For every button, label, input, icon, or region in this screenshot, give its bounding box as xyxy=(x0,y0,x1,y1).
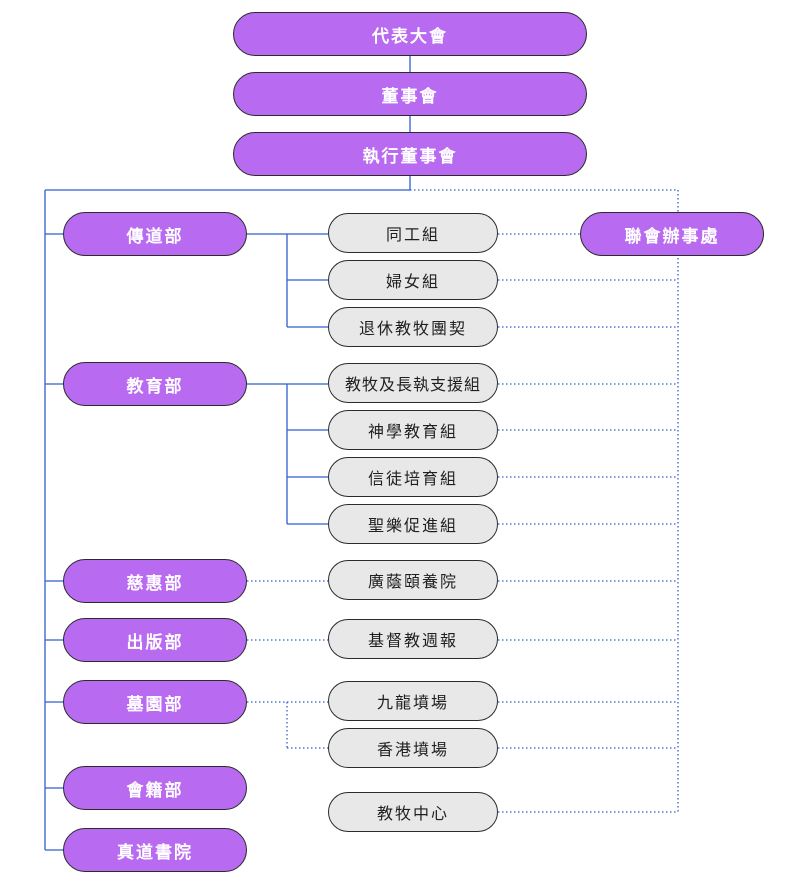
music-group-node: 聖樂促進組 xyxy=(328,504,498,544)
seminary-node: 真道書院 xyxy=(63,828,247,872)
hongkong-cemetery-node: 香港墳場 xyxy=(328,728,498,768)
liaison-office-node: 聯會辦事處 xyxy=(580,212,764,256)
education-dept-node: 教育部 xyxy=(63,362,247,406)
board-node: 董事會 xyxy=(233,72,587,116)
discipleship-group-node: 信徒培育組 xyxy=(328,457,498,497)
executive-board-node: 執行董事會 xyxy=(233,132,587,176)
cemetery-dept-node: 墓園部 xyxy=(63,680,247,724)
pastoral-center-node: 教牧中心 xyxy=(328,792,498,832)
staff-group-node: 同工組 xyxy=(328,213,498,253)
assembly-node: 代表大會 xyxy=(233,12,587,56)
kowloon-cemetery-node: 九龍墳場 xyxy=(328,681,498,721)
care-home-node: 廣蔭頤養院 xyxy=(328,560,498,600)
retired-fellowship-node: 退休教牧團契 xyxy=(328,307,498,347)
publishing-dept-node: 出版部 xyxy=(63,618,247,662)
theology-group-node: 神學教育組 xyxy=(328,410,498,450)
christian-weekly-node: 基督教週報 xyxy=(328,619,498,659)
evangelism-dept-node: 傳道部 xyxy=(63,212,247,256)
membership-dept-node: 會籍部 xyxy=(63,766,247,810)
pastoral-support-group-node: 教牧及長執支援組 xyxy=(328,363,498,403)
women-group-node: 婦女組 xyxy=(328,260,498,300)
charity-dept-node: 慈惠部 xyxy=(63,559,247,603)
